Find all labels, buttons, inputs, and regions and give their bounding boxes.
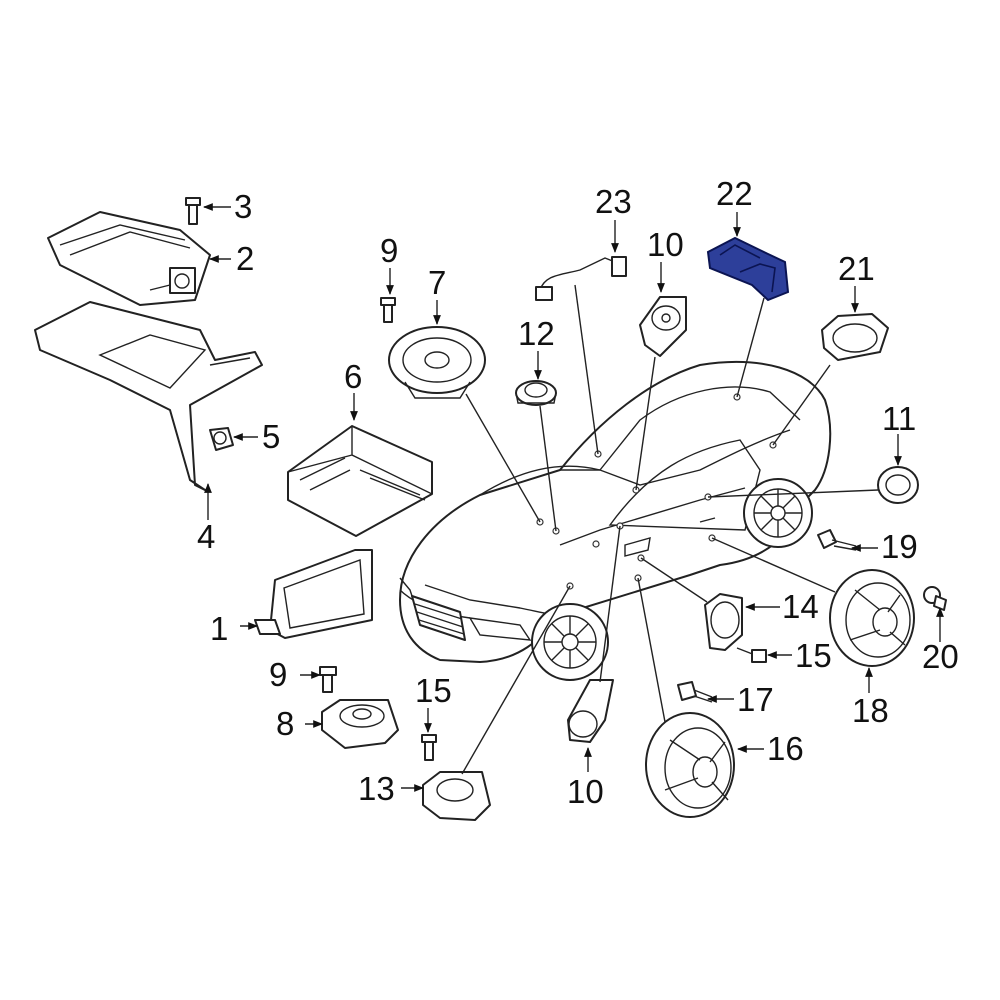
part-23-antenna-cable [535, 256, 627, 301]
car-illustration [399, 360, 832, 681]
part-5-grommet [209, 427, 234, 451]
callout-2: 2 [236, 240, 254, 277]
callout-1: 1 [210, 610, 228, 647]
callout-19: 19 [881, 528, 918, 565]
callout-3: 3 [234, 188, 252, 225]
part-15-bolt-lower [421, 734, 437, 761]
callout-13: 13 [358, 770, 395, 807]
callout-11: 11 [882, 400, 916, 437]
part-22-highlighted [706, 236, 790, 302]
part-2-module [47, 211, 211, 306]
callout-10-lower: 10 [567, 773, 604, 810]
part-19-bolt [817, 529, 857, 551]
part-6-radio-unit [287, 425, 433, 537]
callout-20: 20 [922, 638, 959, 675]
callout-15-lower: 15 [415, 672, 452, 709]
callout-6: 6 [344, 358, 362, 395]
part-9-bolt-upper [380, 297, 396, 323]
callout-15-right: 15 [795, 637, 832, 674]
callout-labels: 1 2 3 4 5 6 7 8 9 9 10 10 11 12 13 14 15… [197, 175, 959, 810]
callout-14: 14 [782, 588, 819, 625]
callout-8: 8 [276, 705, 294, 742]
part-18-woofer [829, 569, 915, 667]
callout-12: 12 [518, 315, 555, 352]
part-12-tweeter [515, 380, 557, 406]
part-9-bolt-lower [319, 666, 337, 693]
callout-7: 7 [428, 264, 446, 301]
callout-21: 21 [838, 250, 875, 287]
callout-9-lower: 9 [269, 656, 287, 693]
part-3-screw [185, 197, 201, 225]
callout-18: 18 [852, 692, 889, 729]
callout-17: 17 [737, 681, 774, 718]
callout-10-upper: 10 [647, 226, 684, 263]
part-4-bracket [34, 301, 263, 491]
part-17-bolt [677, 681, 713, 703]
part-7-speaker [388, 326, 486, 399]
callout-23: 23 [595, 183, 632, 220]
part-10-speaker-lower [567, 679, 614, 743]
part-21-speaker [821, 313, 889, 361]
callout-16: 16 [767, 730, 804, 767]
callout-4: 4 [197, 518, 215, 555]
leader-lines [203, 203, 944, 792]
part-13-speaker [422, 771, 491, 821]
callout-22: 22 [716, 175, 753, 212]
part-8-speaker [321, 699, 399, 749]
part-10-speaker-upper [639, 296, 687, 357]
callout-5: 5 [262, 418, 280, 455]
part-16-woofer [645, 712, 735, 818]
part-20-clip [923, 586, 947, 611]
part-1-display [254, 549, 373, 639]
callout-9-upper: 9 [380, 232, 398, 269]
part-15-bolt-right [736, 647, 767, 663]
part-11-tweeter [877, 466, 919, 504]
part-14-speaker [704, 593, 743, 651]
